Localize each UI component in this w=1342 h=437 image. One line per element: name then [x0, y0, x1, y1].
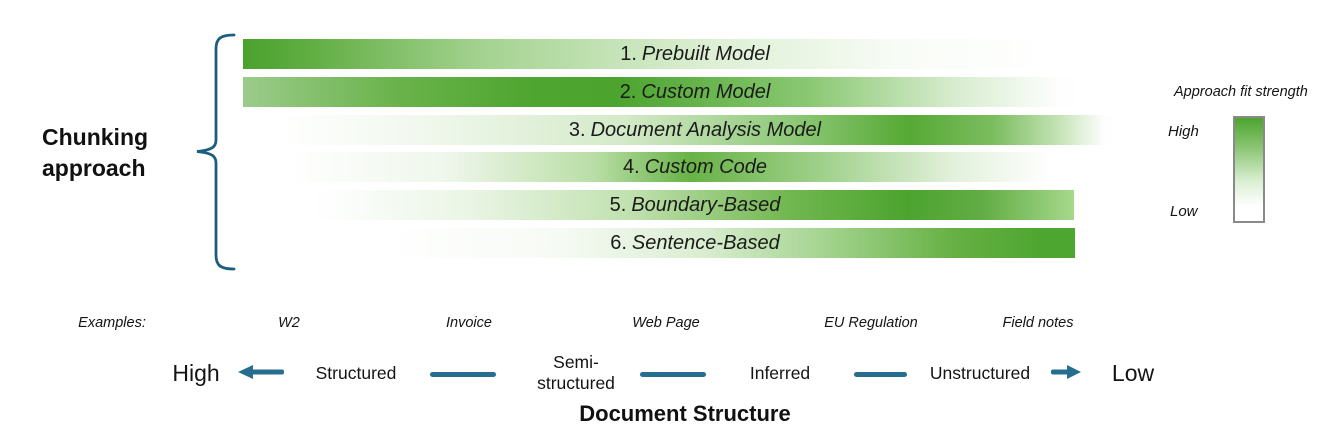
document-structure-title: Document Structure: [579, 401, 791, 426]
bar-document-analysis-model: [270, 115, 1112, 145]
examples-label: Examples:: [78, 315, 146, 331]
bar-number: 1.: [620, 43, 637, 65]
legend-title: Approach fit strength: [1174, 84, 1308, 100]
example-invoice: Invoice: [446, 315, 492, 331]
bar-number: 4.: [623, 156, 640, 178]
axis-high-label: High: [172, 360, 220, 386]
bar-label-sentence-based: 6.Sentence-Based: [253, 228, 1137, 258]
axis-category-structured: Structured: [315, 363, 397, 383]
bar-label-prebuilt-model: 1.Prebuilt Model: [253, 39, 1137, 69]
example-web-page: Web Page: [632, 315, 700, 331]
axis-category-inferred: Inferred: [749, 363, 811, 383]
bar-name: Prebuilt Model: [641, 43, 770, 65]
bar-sentence-based: [362, 228, 1075, 258]
bar-label-custom-code: 4.Custom Code: [253, 152, 1137, 182]
chunking-approach-label: Chunking approach: [42, 122, 148, 184]
bar-name: Boundary-Based: [631, 194, 781, 216]
axis-segment: [640, 372, 706, 377]
chunking-approach-line1: Chunking: [42, 124, 149, 150]
bar-name: Custom Code: [644, 156, 767, 178]
axis-segment: [854, 372, 907, 377]
axis-category-unstructured: Unstructured: [929, 363, 1031, 383]
bar-custom-code: [274, 152, 1075, 182]
bar-number: 2.: [619, 81, 637, 103]
left-arrow-icon: [238, 365, 284, 379]
chunking-approach-line2: approach: [42, 155, 146, 181]
bar-name: Custom Model: [641, 81, 771, 103]
legend-high-label: High: [1168, 123, 1199, 140]
bar-prebuilt-model: [243, 39, 1085, 69]
bar-number: 5.: [609, 194, 627, 216]
bar-custom-model: [243, 77, 1075, 107]
axis-low-label: Low: [1111, 360, 1155, 386]
bar-name: Sentence-Based: [631, 232, 780, 254]
axis-category-semi-structured: Semi-structured: [537, 352, 615, 393]
axis-segment: [430, 372, 496, 377]
example-field-notes: Field notes: [1002, 315, 1074, 331]
bar-name: Document Analysis Model: [590, 119, 822, 141]
example-w2: W2: [278, 315, 300, 331]
bar-number: 3.: [568, 119, 586, 141]
legend-low-label: Low: [1170, 203, 1198, 220]
bar-boundary-based: [318, 190, 1074, 220]
bar-label-custom-model: 2.Custom Model: [253, 77, 1137, 107]
bar-number: 6.: [610, 232, 627, 254]
bar-label-document-analysis-model: 3.Document Analysis Model: [253, 115, 1137, 145]
right-arrow-icon: [1051, 365, 1081, 379]
curly-brace-icon: [196, 33, 236, 271]
legend-gradient-scale: [1233, 116, 1265, 223]
example-eu-regulation: EU Regulation: [824, 315, 918, 331]
bar-label-boundary-based: 5.Boundary-Based: [253, 190, 1137, 220]
